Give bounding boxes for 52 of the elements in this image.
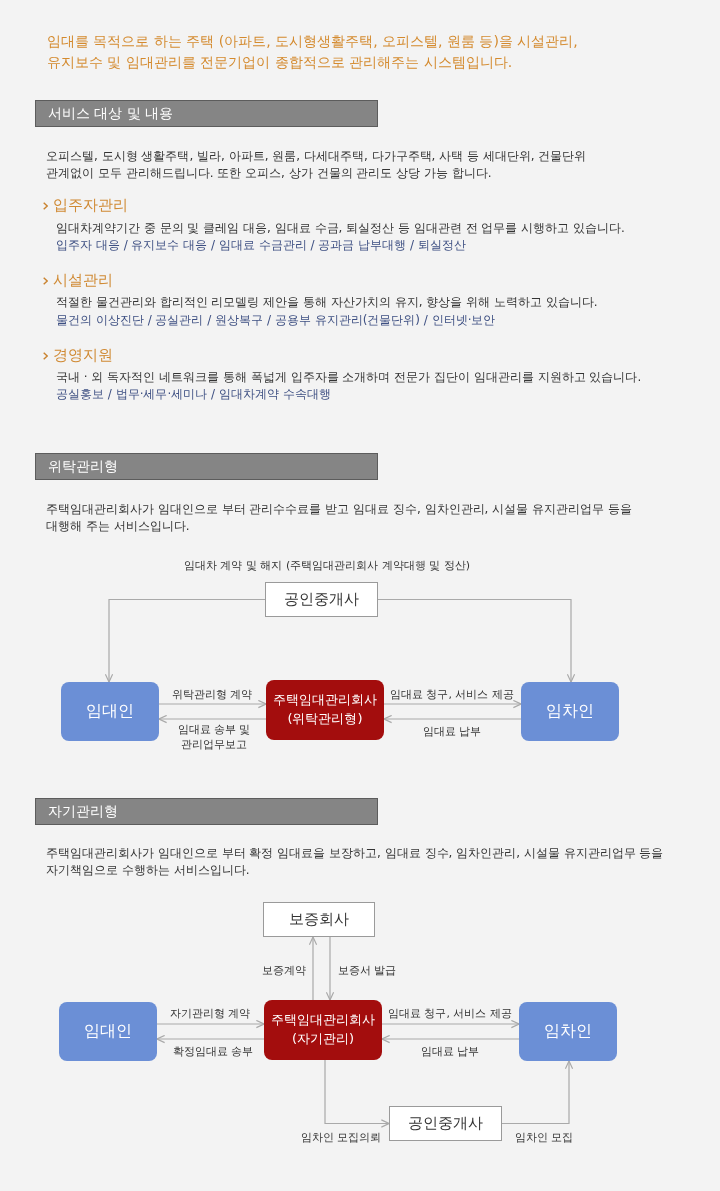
edge-label: 자기관리형 계약 xyxy=(169,1005,251,1021)
arrow xyxy=(501,1060,574,1125)
arrow xyxy=(158,699,267,709)
party-box: 임차인 xyxy=(521,682,619,741)
note-text: 임대차 계약 및 해지 (주택임대관리회사 계약대행 및 정산) xyxy=(183,557,471,573)
subheading: 시설관리 xyxy=(53,270,113,290)
party-box: 임대인 xyxy=(59,1002,157,1061)
arrow xyxy=(325,936,335,1001)
edge-label: 확정임대료 송부 xyxy=(172,1043,254,1059)
edge-label: 임대료 납부 xyxy=(420,1043,480,1059)
arrow xyxy=(308,936,318,1001)
edge-label: 임대료 납부 xyxy=(422,723,482,739)
company-box: 주택임대관리회사 (자기관리) xyxy=(264,1000,382,1060)
service-list: 공실홍보 / 법무·세무·세미나 / 임대차계약 수속대행 xyxy=(56,386,331,403)
edge-label: 임대료 청구, 서비스 제공 xyxy=(390,686,514,702)
edge-label: 임대료 청구, 서비스 제공 xyxy=(388,1005,512,1021)
section-header-bar: 자기관리형 xyxy=(35,798,378,825)
arrow xyxy=(381,1019,520,1029)
intro-text: 임대를 목적으로 하는 주택 (아파트, 도시형생활주택, 오피스텔, 원룸 등)을 시설관리, 유지보수 및 임대관리를 전문기업이 종합적으로 관리해주는 시스템입니다. xyxy=(47,32,579,72)
arrow xyxy=(381,1034,520,1044)
service-list: 물건의 이상진단 / 공실관리 / 원상복구 / 공용부 유지관리(건물단위) / 인터넷·보안 xyxy=(56,312,496,329)
party-box: 임대인 xyxy=(61,682,159,741)
arrow xyxy=(158,714,267,724)
paragraph: 임대차계약기간 중 문의 및 클레임 대응, 임대료 수금, 퇴실정산 등 임대관련 전 업무를 시행하고 있습니다. xyxy=(56,220,625,237)
paragraph: 국내 · 외 독자적인 네트워크를 통해 폭넓게 입주자를 소개하며 전문가 집단이 임대관리를 지원하고 있습니다. xyxy=(56,369,642,386)
subheading: 입주자관리 xyxy=(53,195,128,215)
paragraph: 주택임대관리회사가 임대인으로 부터 확정 임대료을 보장하고, 임대료 징수, 임차인관리, 시설물 유지관리업무 등을 자기책임으로 수행하는 서비스입니다. xyxy=(46,845,665,879)
subheading: 경영지원 xyxy=(53,345,113,365)
paragraph: 적절한 물건관리와 합리적인 리모델링 제안을 통해 자산가치의 유지, 향상을 위해 노력하고 있습니다. xyxy=(56,294,598,311)
edge-label: 보증계약 xyxy=(262,962,306,978)
arrow xyxy=(156,1019,265,1029)
edge-label: 임차인 모집의뢰 xyxy=(300,1129,382,1145)
edge-label: 보증서 발급 xyxy=(337,962,397,978)
arrow xyxy=(383,699,522,709)
paragraph: 주택임대관리회사가 임대인으로 부터 관리수수료를 받고 임대료 징수, 임차인관리, 시설물 유지관리업무 등을 대행해 주는 서비스입니다. xyxy=(46,501,633,535)
edge-label: 위탁관리형 계약 xyxy=(171,686,253,702)
arrow xyxy=(383,714,522,724)
agency-box: 보증회사 xyxy=(263,902,375,937)
agency-box: 공인중개사 xyxy=(265,582,378,617)
service-list: 입주자 대응 / 유지보수 대응 / 임대료 수금관리 / 공과금 납부대행 / 퇴실정산 xyxy=(56,237,466,254)
arrow xyxy=(104,598,266,683)
party-box: 임차인 xyxy=(519,1002,617,1061)
company-box: 주택임대관리회사 (위탁관리형) xyxy=(266,680,384,740)
section-header-bar: 서비스 대상 및 내용 xyxy=(35,100,378,127)
section-header-bar: 위탁관리형 xyxy=(35,453,378,480)
arrow xyxy=(377,598,576,683)
edge-label: 임차인 모집 xyxy=(514,1129,574,1145)
paragraph: 오피스텔, 도시형 생활주택, 빌라, 아파트, 원룸, 다세대주택, 다가구주택, 사택 등 세대단위, 건물단위 관계없이 모두 관리해드립니다. 또한 오피스, 상가 건물의 관리도 상당 가능 합니다. xyxy=(46,148,588,182)
arrow xyxy=(156,1034,265,1044)
edge-label: 임대료 송부 및 관리업무보고 xyxy=(176,722,252,752)
agency-box: 공인중개사 xyxy=(389,1106,502,1141)
arrow xyxy=(324,1059,390,1128)
